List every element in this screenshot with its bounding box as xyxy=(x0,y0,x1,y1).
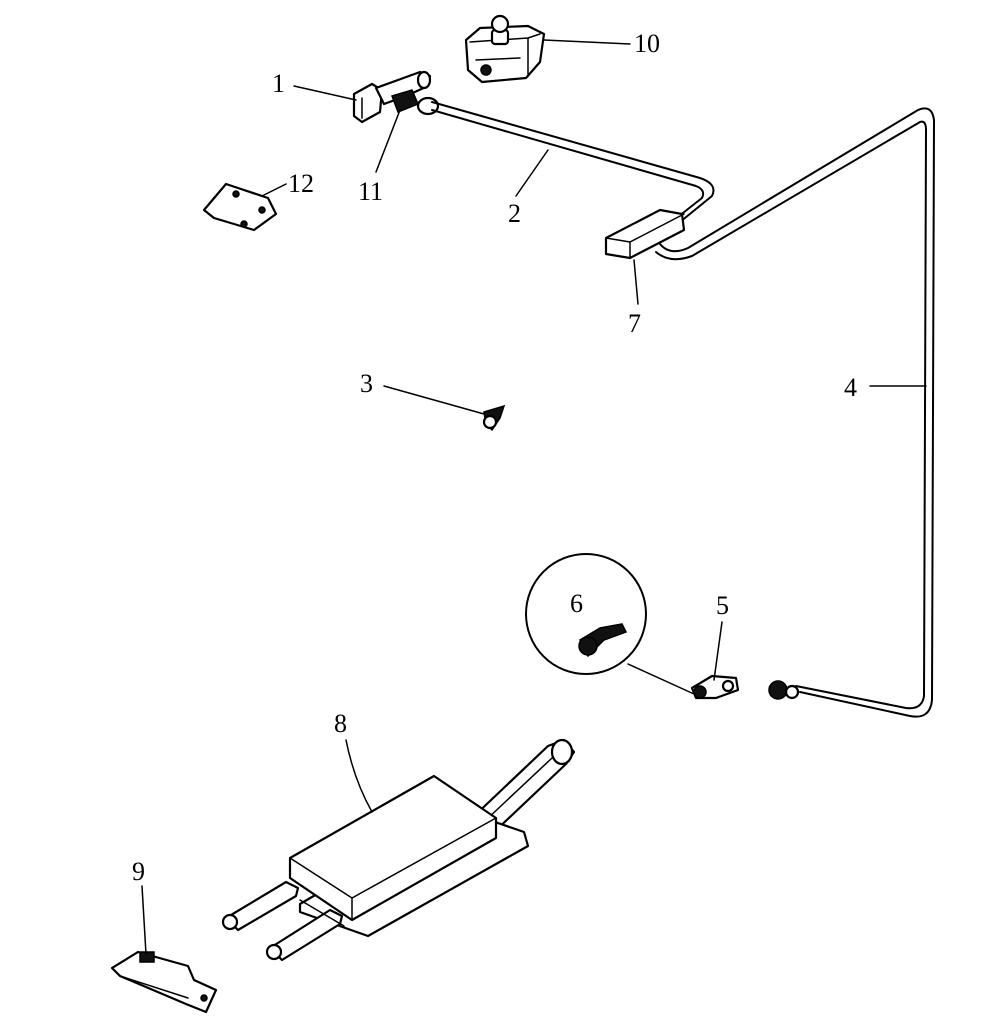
callout-2: 2 xyxy=(508,199,521,228)
callout-9: 9 xyxy=(132,857,145,886)
part-5-clip xyxy=(690,674,740,700)
part-1-connector xyxy=(352,70,432,124)
leader-11 xyxy=(375,109,401,173)
leader-9 xyxy=(141,885,147,955)
callout-labels: 1 2 3 4 5 6 7 8 9 10 11 12 xyxy=(132,29,857,886)
leader-3 xyxy=(383,385,485,415)
leader-5 xyxy=(713,621,723,681)
part-2-tube xyxy=(431,101,715,223)
part-7-block xyxy=(604,208,686,260)
callout-3: 3 xyxy=(360,369,373,398)
callout-6: 6 xyxy=(570,589,583,618)
leader-10 xyxy=(543,39,631,45)
leader-8 xyxy=(345,739,373,813)
leader-1 xyxy=(293,85,357,101)
callout-5: 5 xyxy=(716,591,729,620)
leader-7 xyxy=(633,259,639,305)
part-12-bracket xyxy=(202,182,278,232)
callout-12: 12 xyxy=(288,169,314,198)
callout-11: 11 xyxy=(358,177,383,206)
leader-2 xyxy=(515,149,549,197)
leader-lines xyxy=(141,39,927,955)
callout-10: 10 xyxy=(634,29,660,58)
part-8-assembly xyxy=(221,738,576,962)
callout-1: 1 xyxy=(272,69,285,98)
part-10-housing xyxy=(464,14,546,84)
leader-6 xyxy=(627,663,695,695)
callout-7: 7 xyxy=(628,309,641,338)
part-9-bracket xyxy=(110,950,218,1014)
part-4-tube xyxy=(655,107,935,718)
callout-8: 8 xyxy=(334,709,347,738)
part-6-detail-circle xyxy=(525,553,647,675)
part-11-fitting xyxy=(391,89,440,116)
callout-4: 4 xyxy=(844,373,857,402)
part-3-screw xyxy=(482,404,506,432)
leader-12 xyxy=(261,183,287,197)
